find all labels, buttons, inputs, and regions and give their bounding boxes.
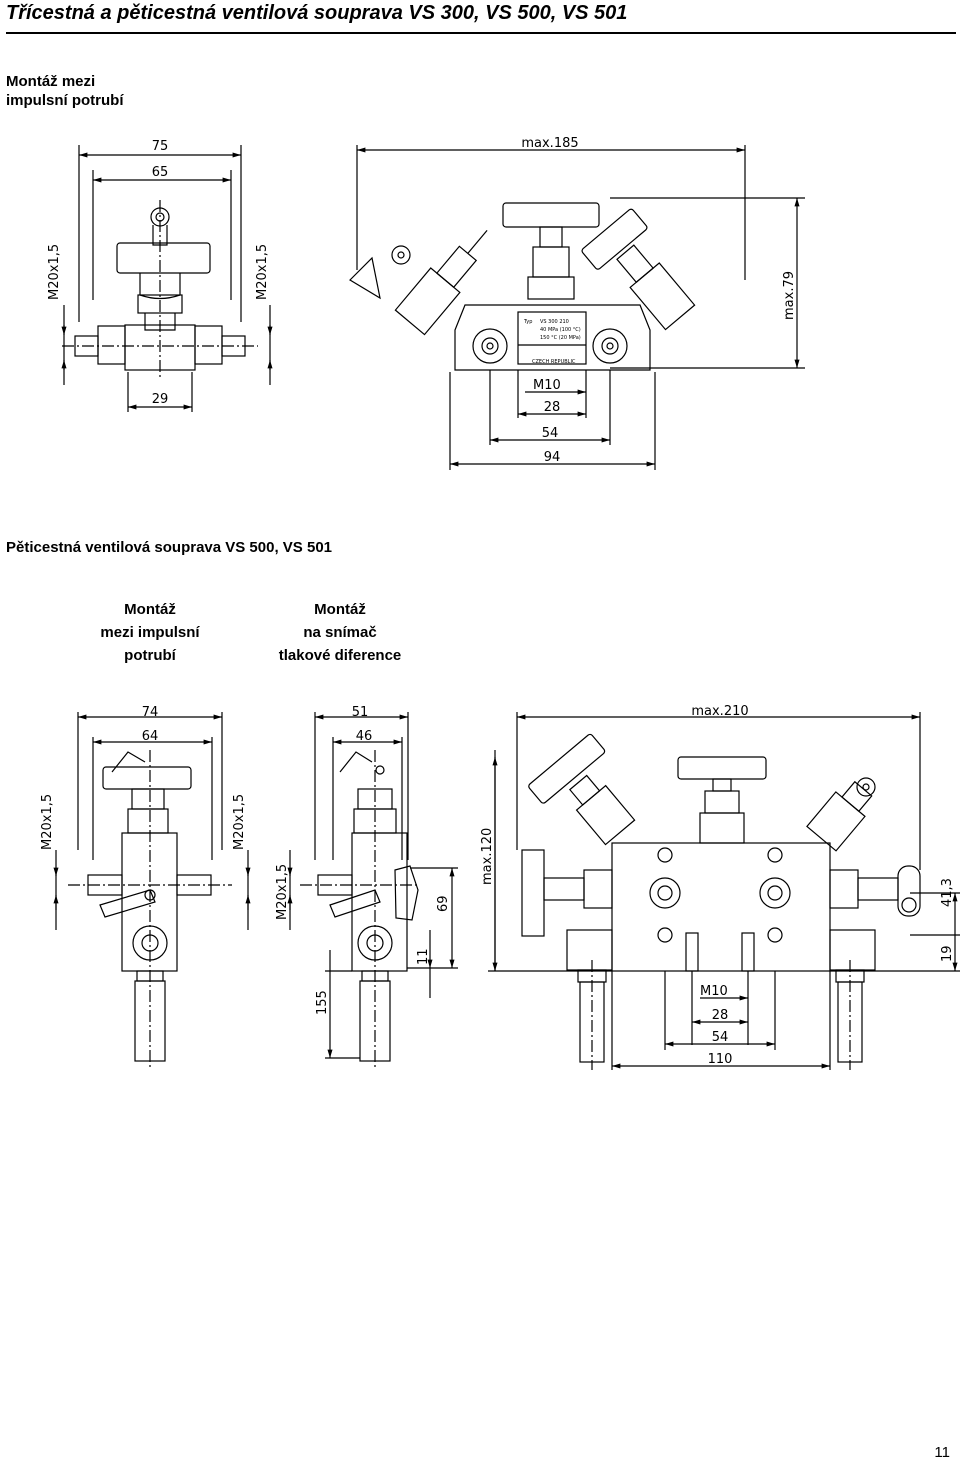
drawing-5way-front xyxy=(488,712,960,1070)
dim-11: 11 xyxy=(416,948,431,965)
dim-65: 65 xyxy=(152,165,169,180)
dim-110: 110 xyxy=(708,1052,733,1067)
nameplate-temp: 150 °C (20 MPa) xyxy=(540,335,581,341)
dim-46: 46 xyxy=(356,729,373,744)
dim-19: 19 xyxy=(940,945,955,962)
dim-29: 29 xyxy=(152,392,169,407)
caption-transmitter-mount-line1: Montáž xyxy=(314,601,366,618)
section2-heading: Pěticestná ventilová souprava VS 500, VS… xyxy=(6,539,333,556)
nameplate-pressure: 40 MPa (100 °C) xyxy=(540,327,581,333)
dim-max185: max.185 xyxy=(521,136,578,151)
drawing-5way-transmitter xyxy=(287,712,458,1070)
dim-m20-left: M20x1,5 xyxy=(47,244,62,300)
caption-pipe-mount-line2: mezi impulsní xyxy=(100,624,200,641)
nameplate-model: VS 300 210 xyxy=(540,319,569,325)
nameplate-country: CZECH REPUBLIC xyxy=(532,359,576,365)
dim-54-b: 54 xyxy=(712,1030,729,1045)
page-number: 11 xyxy=(934,1444,950,1461)
section1-caption-line1: Montáž mezi xyxy=(6,73,96,90)
dim-75: 75 xyxy=(152,139,169,154)
dim-m20-a-left: M20x1,5 xyxy=(40,794,55,850)
caption-transmitter-mount-line3: tlakové diference xyxy=(278,647,402,664)
dim-m20-b: M20x1,5 xyxy=(275,864,290,920)
drawing-5way-pipe xyxy=(53,712,251,1070)
dim-41-3: 41,3 xyxy=(940,878,955,907)
dim-74: 74 xyxy=(142,705,159,720)
caption-transmitter-mount-line2: na snímač xyxy=(303,624,377,641)
dim-69: 69 xyxy=(436,895,451,912)
dim-155: 155 xyxy=(315,990,330,1015)
caption-transmitter-mount: Montáž na snímač tlakové diference xyxy=(250,598,430,667)
drawing-3way-front xyxy=(349,145,805,470)
section1-caption: Montáž mezi impulsní potrubí xyxy=(6,72,124,110)
nameplate-text: Typ VS 300 210 40 MPa (100 °C) 150 °C (2… xyxy=(523,319,581,365)
dim-64: 64 xyxy=(142,729,159,744)
dim-94: 94 xyxy=(544,450,561,465)
dim-max120: max.120 xyxy=(480,828,495,885)
caption-pipe-mount-line1: Montáž xyxy=(124,601,176,618)
dim-54: 54 xyxy=(542,426,559,441)
dim-m20-right: M20x1,5 xyxy=(255,244,270,300)
drawing-3way-pipe xyxy=(61,145,273,412)
dim-51: 51 xyxy=(352,705,369,720)
nameplate-typ: Typ xyxy=(523,319,532,325)
dim-max79: max.79 xyxy=(782,271,797,320)
title-rule xyxy=(6,32,956,34)
dim-m10-b: M10 xyxy=(700,984,728,999)
dim-max210: max.210 xyxy=(691,704,748,719)
dim-28-b: 28 xyxy=(712,1008,729,1023)
caption-pipe-mount-line3: potrubí xyxy=(124,647,176,664)
page-title: Třícestná a pěticestná ventilová souprav… xyxy=(6,2,628,24)
dim-m20-a-right: M20x1,5 xyxy=(232,794,247,850)
dim-28: 28 xyxy=(544,400,561,415)
section1-caption-line2: impulsní potrubí xyxy=(6,92,124,109)
caption-pipe-mount: Montáž mezi impulsní potrubí xyxy=(60,598,240,667)
dim-m10: M10 xyxy=(533,378,561,393)
